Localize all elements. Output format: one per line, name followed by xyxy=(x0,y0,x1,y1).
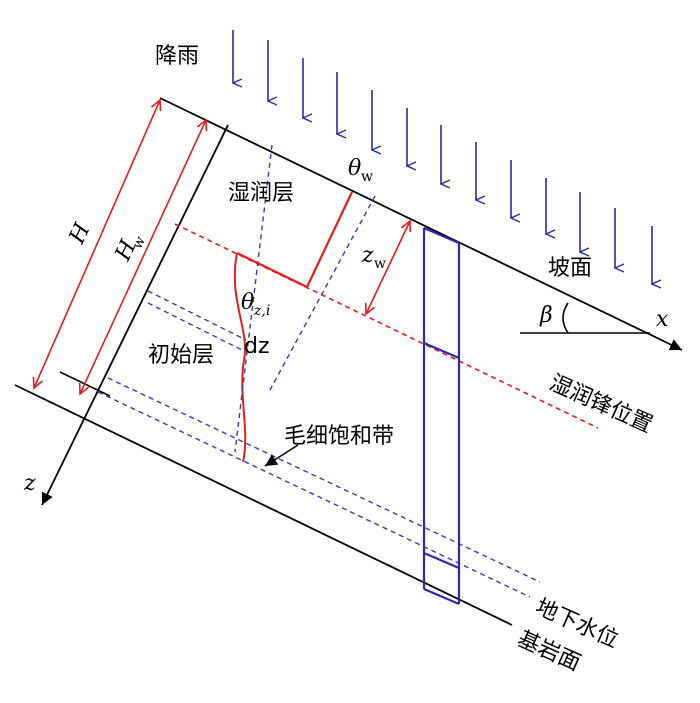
column-dashed-right xyxy=(269,195,376,391)
dashed-parallel-line xyxy=(147,302,247,353)
initial-layer-label: 初始层 xyxy=(148,343,214,368)
moisture-profile-curve xyxy=(233,252,247,463)
svg-text:z: z xyxy=(361,243,374,268)
svg-text:w: w xyxy=(374,256,386,272)
capillary-pointer xyxy=(264,444,299,467)
z-axis xyxy=(41,124,229,506)
beta-symbol: β xyxy=(539,303,553,328)
slope-surface-line xyxy=(159,97,683,351)
rain-arrows xyxy=(233,30,652,284)
soil-column xyxy=(422,226,461,606)
capillary-zone-line xyxy=(107,377,541,583)
wetting-front-line xyxy=(174,223,599,429)
hw-dimension-arrow xyxy=(80,120,206,394)
svg-text:z,i: z,i xyxy=(253,303,270,319)
column-dashed-left xyxy=(234,144,273,453)
hw-symbol: H w xyxy=(110,234,149,265)
wetting-front-label: 湿润锋位置 xyxy=(546,371,657,439)
slope-surface-label: 坡面 xyxy=(548,256,592,281)
zw-symbol: z w xyxy=(361,243,386,272)
beta-angle-arc xyxy=(562,302,569,334)
wet-layer-label: 湿润层 xyxy=(228,181,294,206)
svg-text:θ: θ xyxy=(348,156,361,181)
theta-w-symbol: θ w xyxy=(348,156,373,185)
h-symbol: H xyxy=(64,219,96,249)
dz-symbol: dz xyxy=(244,334,270,359)
z-axis-label: z xyxy=(23,471,36,496)
theta-zi-symbol: θ z,i xyxy=(241,290,270,319)
svg-text:w: w xyxy=(361,169,373,185)
capillary-zone-label: 毛细饱和带 xyxy=(284,424,394,449)
rain-label: 降雨 xyxy=(155,44,199,69)
x-axis-label: x xyxy=(656,307,669,332)
wet-layer-profile xyxy=(236,191,353,289)
svg-text:θ: θ xyxy=(241,290,254,315)
bedrock-line xyxy=(14,384,513,626)
dashed-parallel-line xyxy=(147,290,247,341)
groundwater-line xyxy=(97,391,531,598)
zw-dimension-arrow xyxy=(366,221,410,314)
